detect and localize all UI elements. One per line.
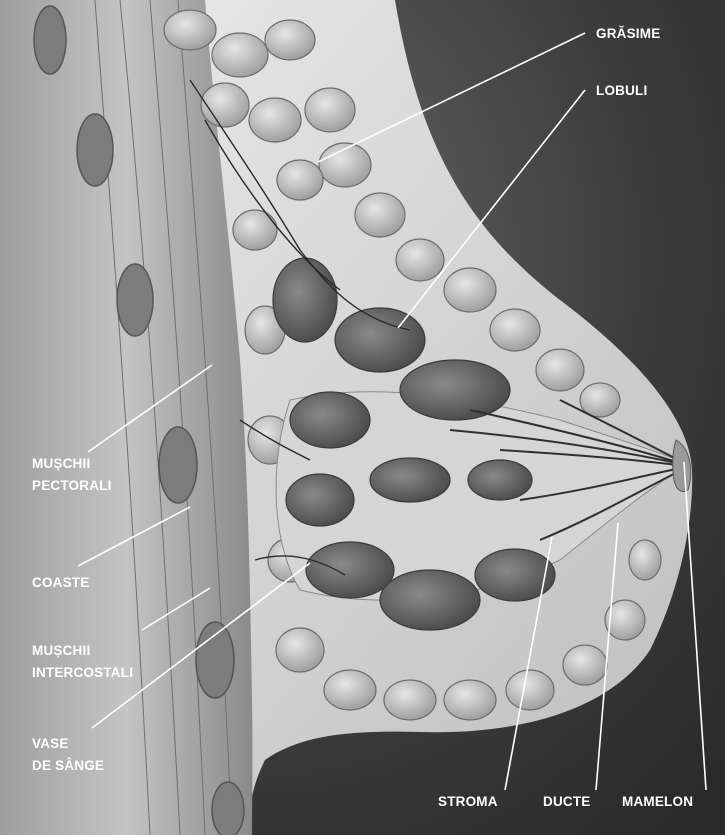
label-muschii-intercostali-line1: MUȘCHII [32,643,90,658]
label-ducte: DUCTE [543,794,591,809]
label-vase-line1: VASE [32,736,69,751]
label-muschii-pectorali-line1: MUȘCHII [32,456,90,471]
label-coaste: COASTE [32,575,89,590]
label-mamelon: MAMELON [622,794,693,809]
label-stroma: STROMA [438,794,498,809]
label-grasime: GRĂSIME [596,26,660,41]
label-muschii-pectorali-line2: PECTORALI [32,478,112,493]
label-muschii-intercostali-line2: INTERCOSTALI [32,665,133,680]
label-vase-line2: DE SÂNGE [32,758,104,773]
label-lobuli: LOBULI [596,83,647,98]
